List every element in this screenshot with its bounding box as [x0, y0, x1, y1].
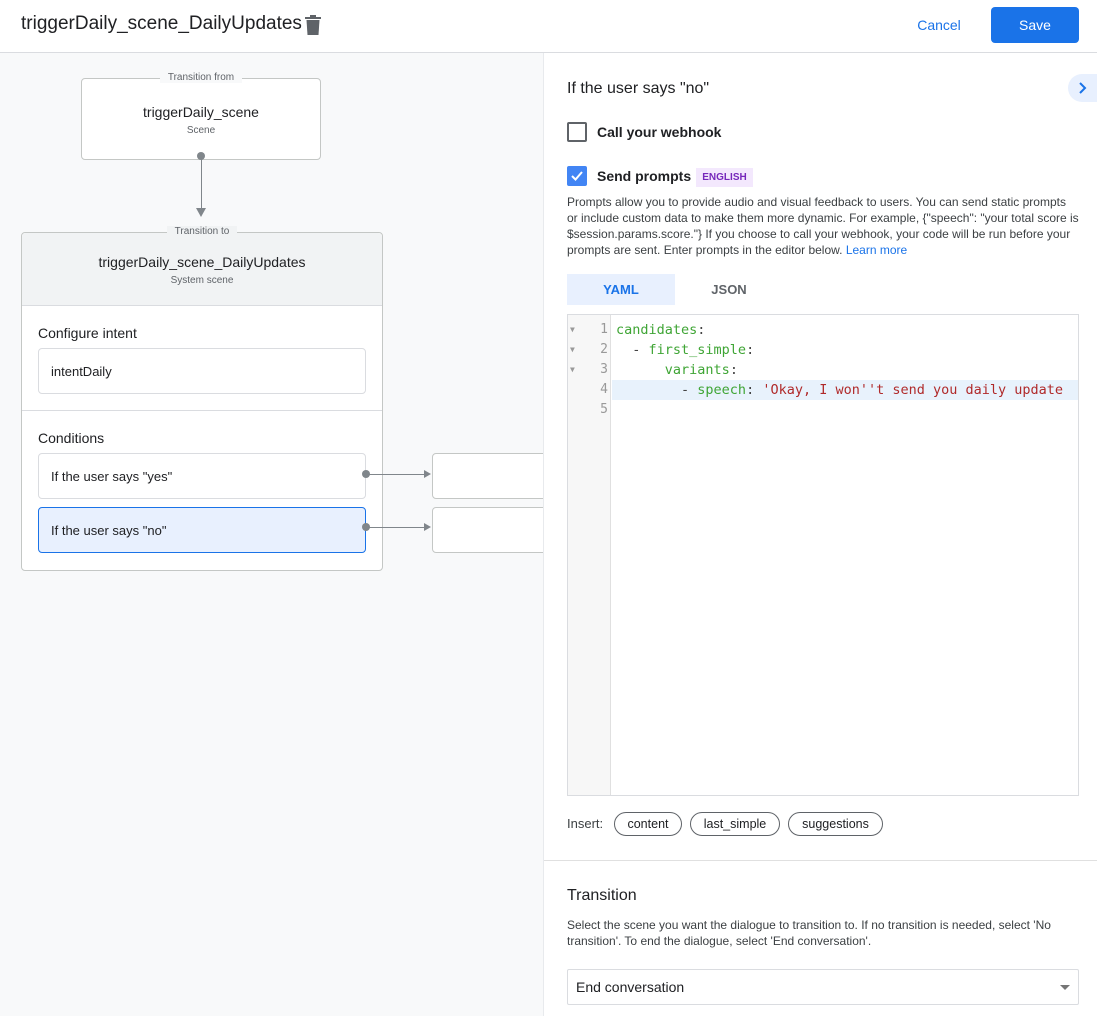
- line-number: 2: [600, 342, 608, 357]
- learn-more-link[interactable]: Learn more: [845, 243, 908, 257]
- fold-arrow-icon[interactable]: ▼: [570, 325, 575, 334]
- fold-arrow-icon[interactable]: ▼: [570, 345, 575, 354]
- transition-from-node[interactable]: Transition from triggerDaily_scene Scene: [81, 72, 321, 160]
- transition-description: Select the scene you want the dialogue t…: [567, 918, 1051, 948]
- dropdown-arrow-icon: [1060, 985, 1070, 990]
- editor-content[interactable]: candidates: - first_simple: variants: - …: [612, 320, 1078, 420]
- transition-heading: Transition: [567, 887, 637, 904]
- check-icon: [571, 171, 583, 181]
- panel-heading: If the user says "no": [567, 80, 710, 97]
- insert-chip-content[interactable]: content: [614, 812, 682, 836]
- connector-line: [201, 156, 202, 209]
- arrow-right-icon: [424, 470, 431, 478]
- arrow-right-icon: [424, 523, 431, 531]
- scene-graph-canvas: Transition from triggerDaily_scene Scene…: [0, 53, 543, 1016]
- insert-chip-suggestions[interactable]: suggestions: [788, 812, 883, 836]
- line-number: 3: [600, 362, 608, 377]
- transition-selected-value: End conversation: [576, 979, 685, 995]
- delete-icon[interactable]: [305, 15, 321, 35]
- chevron-right-icon: [1079, 82, 1087, 94]
- yes-target-node[interactable]: [432, 453, 543, 499]
- webhook-label: Call your webhook: [597, 124, 722, 140]
- divider: [544, 860, 1097, 861]
- code-line: - first_simple:: [616, 342, 755, 358]
- insert-label: Insert:: [567, 816, 604, 831]
- transition-to-label: Transition to: [166, 226, 238, 237]
- send-prompts-label: Send prompts: [597, 168, 692, 184]
- conditions-label: Conditions: [38, 430, 105, 446]
- line-number: 5: [600, 402, 608, 417]
- condition-no[interactable]: If the user says "no": [38, 507, 366, 553]
- webhook-checkbox[interactable]: [567, 122, 587, 142]
- transition-from-label: Transition from: [159, 72, 243, 83]
- send-prompts-checkbox[interactable]: [567, 166, 587, 186]
- line-number: 4: [600, 382, 608, 397]
- prompts-description: Prompts allow you to provide audio and v…: [567, 194, 1079, 258]
- fold-arrow-icon[interactable]: ▼: [570, 365, 575, 374]
- collapse-panel-button[interactable]: [1068, 74, 1097, 102]
- top-bar: triggerDaily_scene_DailyUpdates Cancel S…: [0, 0, 1097, 53]
- code-line: [612, 400, 1078, 420]
- code-editor[interactable]: ▼ 1 ▼ 2 ▼ 3 4 5 candidates: - first_simple:…: [567, 314, 1079, 796]
- to-scene-name: triggerDaily_scene_DailyUpdates: [98, 254, 306, 270]
- configure-intent-label: Configure intent: [38, 325, 137, 341]
- tab-json[interactable]: JSON: [711, 282, 747, 297]
- connector-line: [366, 474, 428, 475]
- code-line: candidates:: [616, 322, 706, 338]
- page-title: triggerDaily_scene_DailyUpdates: [21, 13, 302, 34]
- tab-yaml[interactable]: YAML: [567, 274, 675, 305]
- from-scene-type: Scene: [186, 125, 216, 136]
- to-scene-type: System scene: [170, 275, 234, 286]
- language-badge: ENGLISH: [696, 168, 753, 187]
- condition-yes[interactable]: If the user says "yes": [38, 453, 366, 499]
- no-target-node[interactable]: [432, 507, 543, 553]
- arrow-down-icon: [196, 208, 206, 217]
- transition-to-node: Transition to triggerDaily_scene_DailyUp…: [21, 226, 383, 571]
- transition-select[interactable]: End conversation: [567, 969, 1079, 1005]
- connector-line: [366, 527, 428, 528]
- code-line: variants:: [664, 362, 738, 378]
- from-scene-name: triggerDaily_scene: [143, 104, 259, 120]
- save-button[interactable]: Save: [991, 7, 1079, 43]
- cancel-button[interactable]: Cancel: [905, 10, 973, 40]
- editor-gutter: ▼ 1 ▼ 2 ▼ 3 4 5: [568, 315, 611, 795]
- code-line-active: - speech: 'Okay, I won''t send you daily…: [612, 380, 1078, 400]
- line-number: 1: [600, 322, 608, 337]
- insert-chip-last-simple[interactable]: last_simple: [690, 812, 780, 836]
- description-text: Prompts allow you to provide audio and v…: [567, 195, 1079, 257]
- intent-field[interactable]: intentDaily: [38, 348, 366, 394]
